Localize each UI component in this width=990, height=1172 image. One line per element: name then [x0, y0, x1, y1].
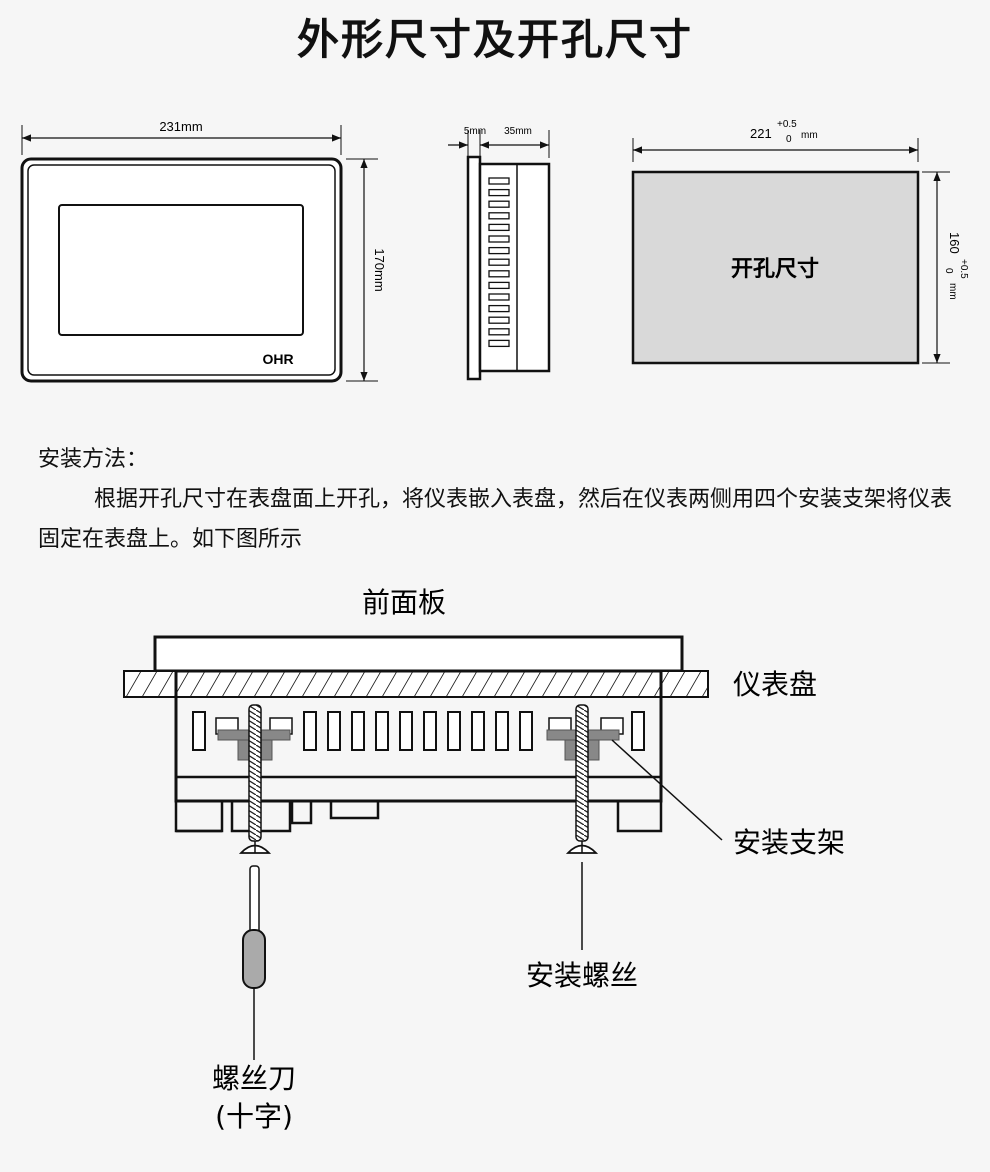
- vent-slot: [488, 293, 510, 301]
- vent-slot: [471, 711, 485, 751]
- vent-slot: [488, 281, 510, 290]
- vent-slot: [488, 246, 510, 255]
- mounting-screw-right: [565, 704, 599, 854]
- bezel-thickness-label: 5mm: [464, 126, 486, 137]
- vent-slot: [488, 258, 510, 266]
- instrument-body: [174, 669, 663, 803]
- cutout-height-tol-lower: 0: [943, 268, 954, 274]
- cutout-width-unit: mm: [801, 130, 818, 141]
- vent-slot: [351, 711, 365, 751]
- cutout-width-tol-upper: +0.5: [777, 119, 797, 130]
- screwdriver-label: 螺丝刀: [212, 1062, 296, 1095]
- vent-slot: [488, 223, 510, 232]
- cutout-center-label: 开孔尺寸: [731, 257, 819, 282]
- vent-slot: [488, 328, 510, 336]
- vent-slot: [631, 711, 645, 751]
- vent-slot: [488, 270, 510, 278]
- vent-slot: [488, 304, 510, 313]
- vent-slot: [399, 711, 413, 751]
- cutout-height-main: 160: [947, 232, 962, 254]
- screwdriver-note: (十字): [215, 1100, 293, 1133]
- installation-instructions: 安装方法： 根据开孔尺寸在表盘面上开孔，将仪表嵌入表盘，然后在仪表两侧用四个安装…: [38, 440, 958, 560]
- vent-slot: [488, 235, 510, 243]
- instrument-vents: [192, 711, 645, 751]
- vent-slot: [488, 177, 510, 185]
- instrument-panel: [123, 670, 709, 698]
- cutout-width-tol-lower: 0: [786, 134, 792, 145]
- device-screen: [58, 204, 304, 336]
- bracket-leader-line: [611, 739, 723, 841]
- screwdriver: [242, 865, 266, 1060]
- vent-slot: [303, 711, 317, 751]
- page-title: 外形尺寸及开孔尺寸: [296, 15, 693, 64]
- brand-logo: OHR: [262, 351, 293, 367]
- cutout-height-unit: mm: [947, 283, 958, 300]
- mounting-bracket-label: 安装支架: [733, 826, 845, 859]
- mounting-screw-label: 安装螺丝: [526, 959, 638, 992]
- instructions-heading: 安装方法：: [38, 447, 149, 472]
- cutout-area: [631, 170, 920, 365]
- installation-diagram: 前面板 仪表盘: [123, 586, 845, 1133]
- cutout-view: 221 +0.5 0 mm 开孔尺寸 160 +0.5 0 mm: [631, 119, 969, 365]
- side-view: 5mm 35mm: [448, 126, 551, 381]
- vent-slot: [488, 188, 510, 197]
- front-view: 231mm OHR 170mm: [20, 119, 387, 383]
- vent-slot: [488, 212, 510, 220]
- side-vents: [488, 177, 510, 348]
- vent-slot: [488, 316, 510, 324]
- vent-slot: [375, 711, 389, 751]
- front-panel-label: 前面板: [362, 586, 446, 619]
- vent-slot: [423, 711, 437, 751]
- front-height-label: 170mm: [372, 248, 387, 291]
- front-bezel: [153, 635, 684, 673]
- mounting-screw-left: [238, 704, 272, 854]
- depth-label: 35mm: [504, 126, 532, 137]
- instrument-panel-label: 仪表盘: [733, 668, 817, 701]
- vent-slot: [519, 711, 533, 751]
- vent-slot: [488, 200, 510, 208]
- vent-slot: [488, 339, 510, 348]
- vent-slot: [447, 711, 461, 751]
- vent-slot: [327, 711, 341, 751]
- vent-slot: [192, 711, 206, 751]
- cutout-height-tol-upper: +0.5: [958, 259, 969, 279]
- front-width-label: 231mm: [159, 119, 202, 134]
- vent-slot: [495, 711, 509, 751]
- instructions-body: 根据开孔尺寸在表盘面上开孔，将仪表嵌入表盘，然后在仪表两侧用四个安装支架将仪表固…: [38, 487, 953, 552]
- cutout-width-main: 221: [750, 126, 772, 141]
